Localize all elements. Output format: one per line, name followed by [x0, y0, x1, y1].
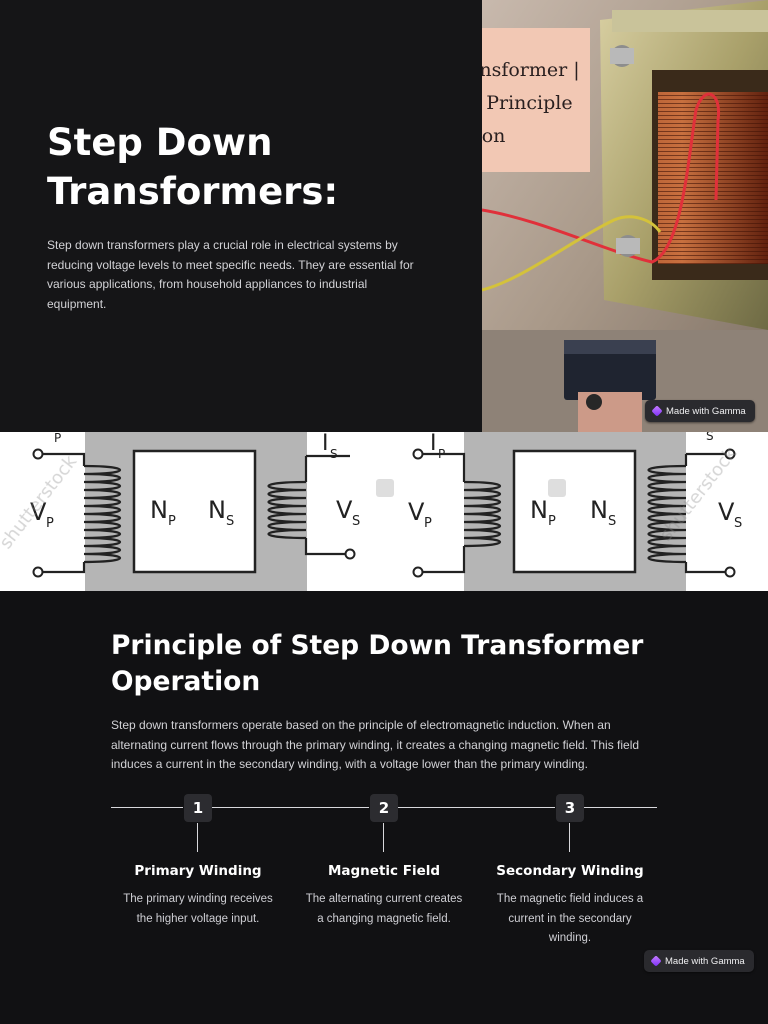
- label-vp-left: V: [30, 498, 47, 526]
- timeline-line: [212, 807, 369, 808]
- label-ip-right-sub: P: [438, 447, 445, 461]
- step-title-primary-winding: Primary Winding: [134, 863, 262, 879]
- label-np-left: N: [150, 496, 168, 524]
- label-is-left-sub: S: [330, 447, 338, 461]
- step-number-3: 3: [556, 794, 584, 822]
- label-vs-left: V: [336, 496, 353, 524]
- section-body-text: Step down transformers operate based on …: [111, 718, 640, 771]
- watermark-logo-icon: [548, 479, 566, 497]
- label-ns-right: N: [590, 496, 608, 524]
- photo-caption-line1: ansformer |: [482, 59, 580, 81]
- step-desc-secondary-winding: The magnetic field induces a current in …: [496, 893, 644, 944]
- label-vs-right: V: [718, 498, 735, 526]
- slide-title: Step Down Transformers:: [47, 121, 339, 213]
- label-np-right-sub: P: [548, 514, 556, 529]
- step-stem: [569, 823, 570, 852]
- label-vp-right: V: [408, 498, 425, 526]
- badge-label: Made with Gamma: [665, 955, 745, 967]
- schematic-right: I P S V P N P N S V S: [408, 432, 742, 591]
- label-is-left: I: [322, 432, 329, 456]
- label-ns-left-sub: S: [226, 514, 234, 529]
- timeline-line: [111, 807, 183, 808]
- label-np-right: N: [530, 496, 548, 524]
- section-title: Principle of Step Down Transformer Opera…: [111, 630, 644, 697]
- label-vp-left-sub: P: [46, 516, 54, 531]
- made-with-gamma-badge[interactable]: Made with Gamma: [644, 950, 754, 972]
- step-desc-primary-winding: The primary winding receives the higher …: [123, 893, 273, 925]
- photo-caption-line3: tion: [482, 125, 505, 147]
- timeline-line: [398, 807, 555, 808]
- transformer-photo-illustration: ansformer | g Principle tion: [482, 0, 768, 432]
- step-stem: [383, 823, 384, 852]
- title-slide: Step Down Transformers: Step down transf…: [0, 0, 768, 432]
- transformer-diagram-strip: P I S V P N P N S V S: [0, 432, 768, 591]
- badge-label: Made with Gamma: [666, 405, 746, 417]
- gamma-logo-icon: [650, 955, 662, 967]
- gamma-logo-icon: [651, 405, 663, 417]
- slide-intro-text: Step down transformers play a crucial ro…: [47, 238, 414, 311]
- label-ns-left: N: [208, 496, 226, 524]
- label-ns-right-sub: S: [608, 514, 616, 529]
- step-number-1: 1: [184, 794, 212, 822]
- step-title-magnetic-field: Magnetic Field: [327, 863, 441, 879]
- label-is-right-sub: S: [706, 432, 714, 443]
- label-vp-right-sub: P: [424, 516, 432, 531]
- made-with-gamma-badge[interactable]: Made with Gamma: [645, 400, 755, 422]
- step-number-2: 2: [370, 794, 398, 822]
- timeline-line: [584, 807, 657, 808]
- transformer-photo: ansformer | g Principle tion: [482, 0, 768, 432]
- label-np-left-sub: P: [168, 514, 176, 529]
- label-vs-right-sub: S: [734, 516, 742, 531]
- step-title-secondary-winding: Secondary Winding: [496, 863, 644, 879]
- label-ip-sub-top: P: [54, 432, 61, 445]
- label-ip-right: I: [430, 432, 437, 456]
- process-timeline: 1 Primary Winding The primary winding re…: [0, 591, 768, 1024]
- watermark-left: shutterstock: [0, 451, 82, 553]
- step-desc-magnetic-field: The alternating current creates a changi…: [305, 893, 463, 925]
- schematic-left: P I S V P N P N S V S: [30, 432, 360, 591]
- transformer-schematic: P I S V P N P N S V S: [0, 432, 742, 591]
- watermark-logo-icon: [376, 479, 394, 497]
- step-stem: [197, 823, 198, 852]
- principle-slide: Principle of Step Down Transformer Opera…: [0, 591, 768, 1024]
- photo-caption-line2: g Principle: [482, 92, 573, 114]
- label-vs-left-sub: S: [352, 514, 360, 529]
